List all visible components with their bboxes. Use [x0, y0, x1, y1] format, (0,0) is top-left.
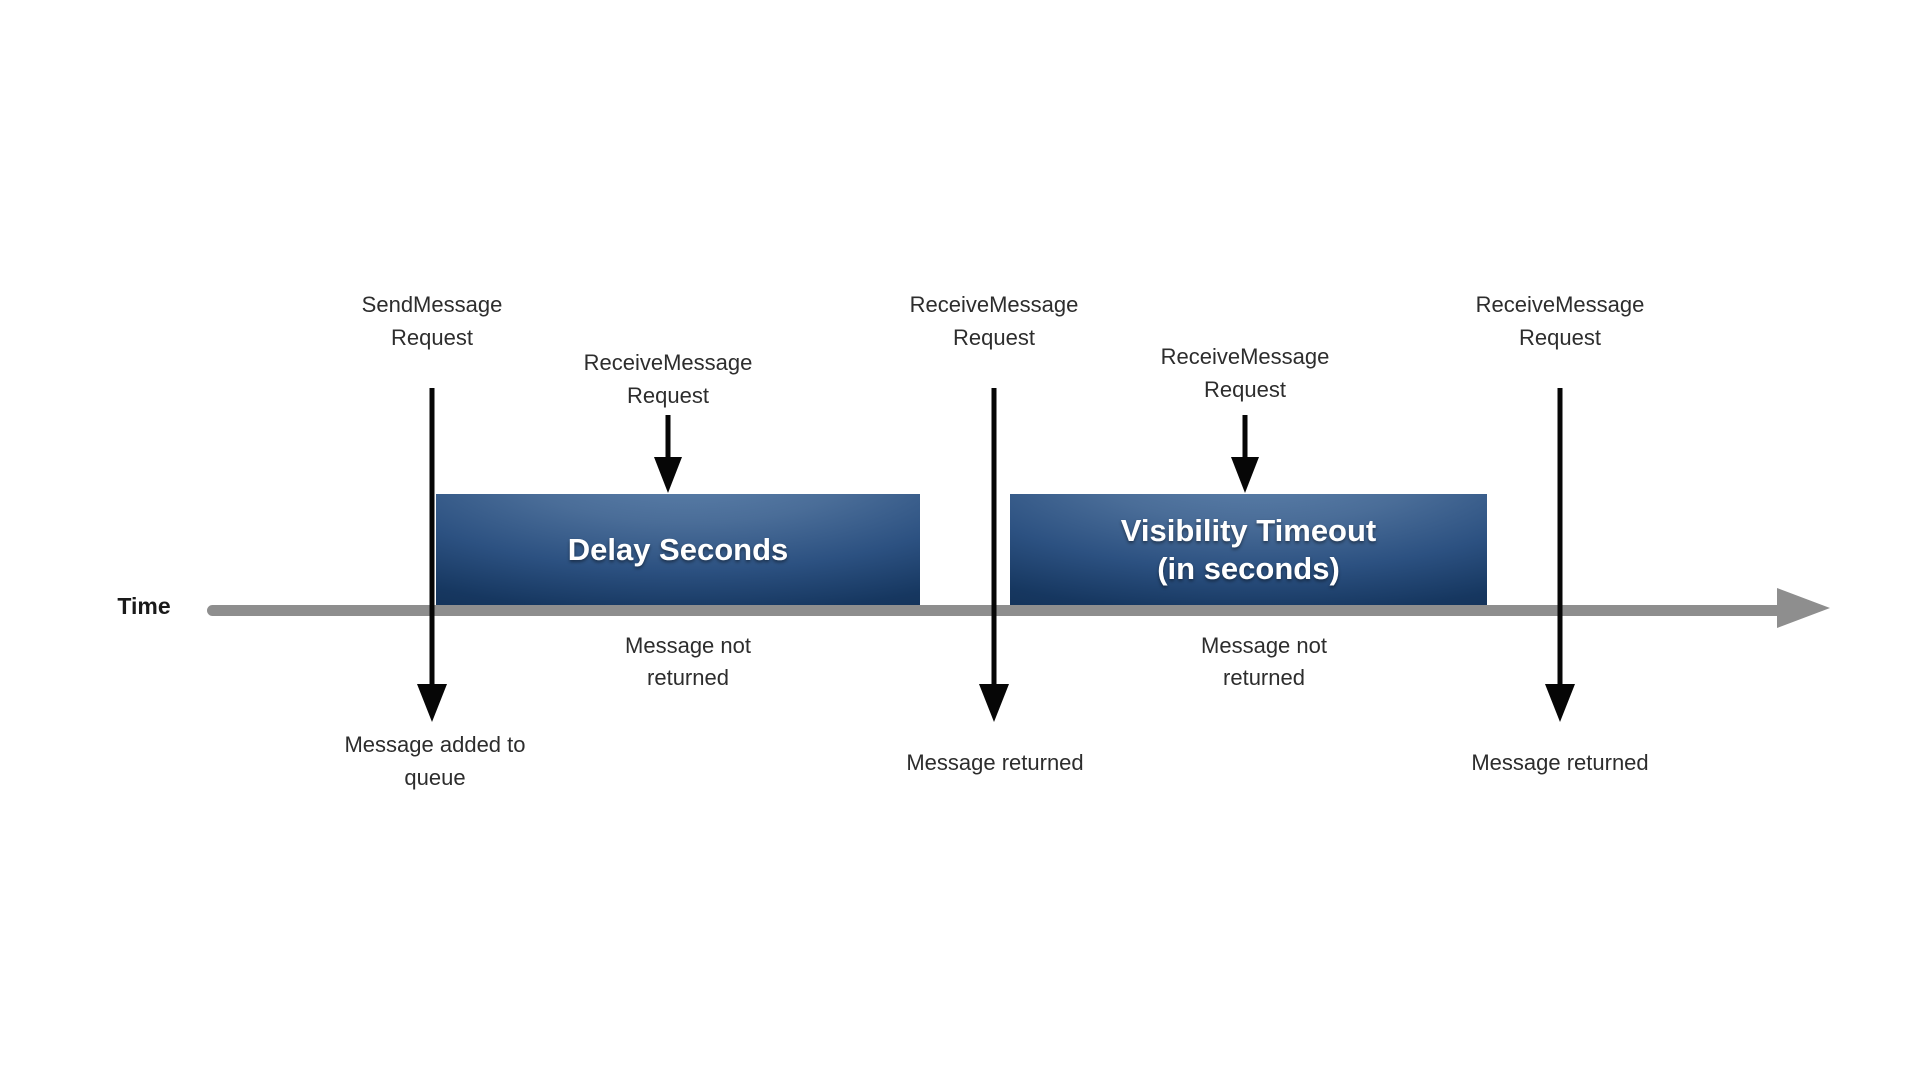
send-message-arrowhead-icon [417, 684, 447, 722]
delay-message-not-returned-note: Message not returned [625, 633, 751, 690]
time-axis-label: Time [117, 593, 171, 619]
visibility-message-not-returned-note: Message not returned [1201, 633, 1327, 690]
receive-message-3-arrowhead-icon [1231, 457, 1259, 493]
receive-message-1-arrowhead-icon [654, 457, 682, 493]
send-message-arrow [429, 388, 435, 684]
receive-message-2-arrow [991, 388, 997, 684]
visibility-timeout-label: Visibility Timeout [1120, 512, 1377, 548]
message-returned-1-label: Message returned [906, 750, 1084, 775]
time-axis-arrowhead-icon [1777, 588, 1830, 628]
receive-message-2-arrowhead-icon [979, 684, 1009, 722]
receive-message-request-1-label: ReceiveMessage Request [583, 350, 753, 408]
send-message-request-label: SendMessage Request [361, 292, 503, 350]
receive-message-request-3-label: ReceiveMessage Request [1160, 344, 1330, 402]
visibility-timeout-sublabel: (in seconds) [1157, 550, 1340, 586]
receive-message-3-arrow [1242, 415, 1248, 457]
delay-seconds-box: Delay Seconds [436, 494, 920, 605]
receive-message-4-arrow [1557, 388, 1563, 684]
receive-message-1-arrow [665, 415, 671, 457]
receive-message-request-2-label: ReceiveMessage Request [909, 292, 1079, 350]
message-returned-2-label: Message returned [1471, 750, 1649, 775]
message-added-to-queue-label: Message added to queue [344, 732, 526, 790]
receive-message-4-arrowhead-icon [1545, 684, 1575, 722]
visibility-timeout-box: Visibility Timeout (in seconds) [1010, 494, 1487, 605]
receive-message-request-4-label: ReceiveMessage Request [1475, 292, 1645, 350]
delay-seconds-label: Delay Seconds [567, 531, 789, 567]
